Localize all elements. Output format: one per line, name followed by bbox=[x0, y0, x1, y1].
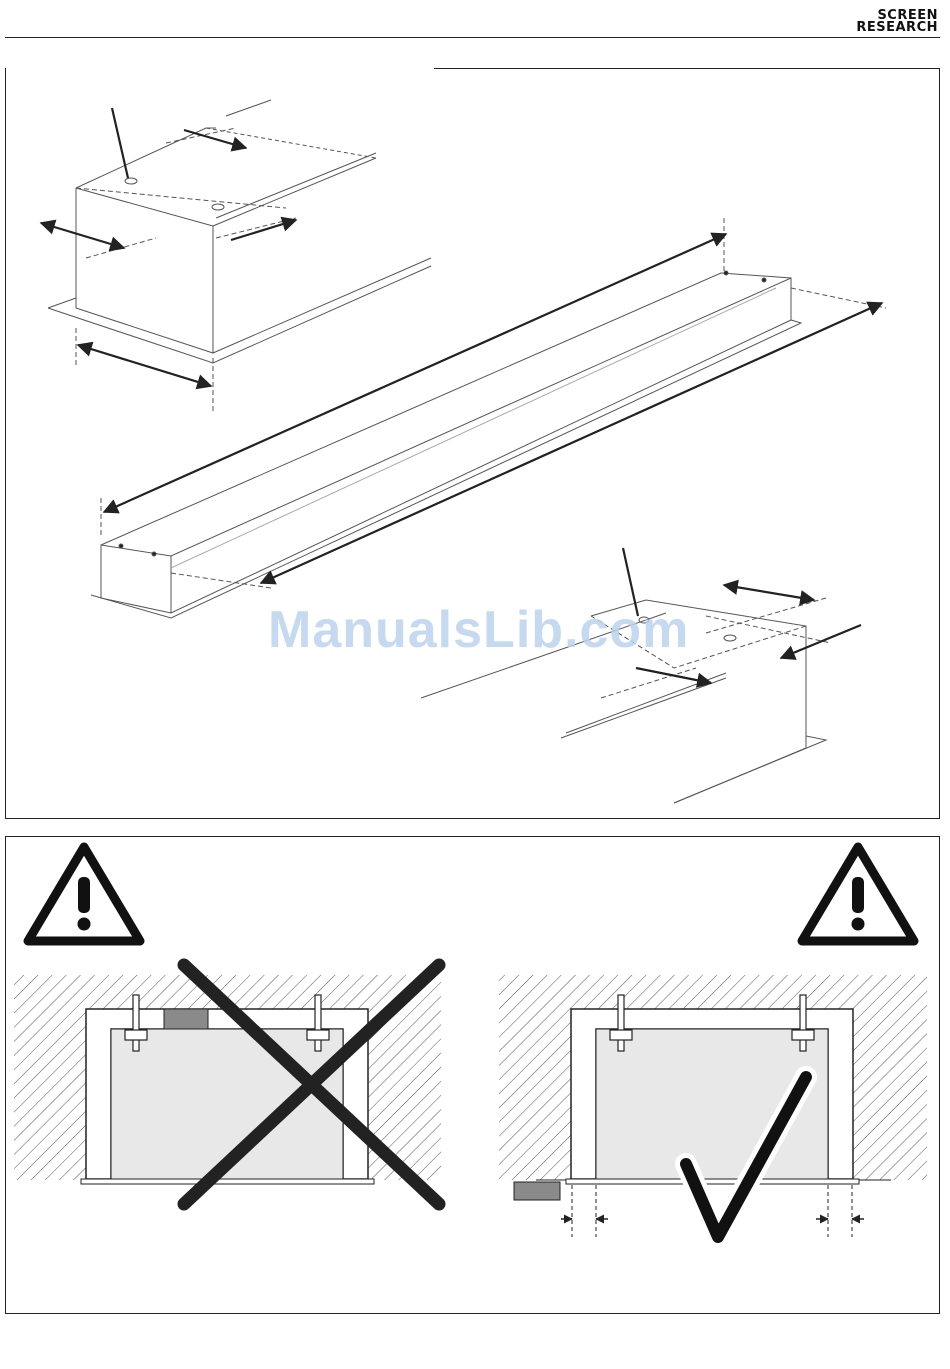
screw-hole-4 bbox=[724, 635, 736, 641]
dim-arrow-length-top bbox=[104, 234, 726, 512]
screw-hole-1 bbox=[125, 178, 137, 184]
warning-triangle-icon bbox=[28, 847, 140, 941]
dim-arrow-length-bottom bbox=[261, 303, 882, 583]
screw-hole-2 bbox=[212, 204, 224, 210]
bracket-misplaced bbox=[164, 1009, 208, 1029]
header-rule bbox=[5, 37, 940, 38]
watermark: ManualsLib.com bbox=[268, 600, 689, 660]
incorrect-mounting-diagram bbox=[14, 965, 441, 1204]
bracket-correct bbox=[514, 1182, 560, 1200]
warning-triangle-icon bbox=[802, 847, 914, 941]
dim-arrow-width bbox=[41, 223, 124, 248]
installation-diagram-panel bbox=[5, 68, 940, 819]
correct-mounting-diagram bbox=[499, 975, 927, 1237]
dim-arrow-detail bbox=[724, 585, 814, 600]
dim-arrow-depth bbox=[78, 345, 211, 386]
brand-logo: SCREEN RESEARCH bbox=[856, 10, 938, 34]
isometric-housing-drawing bbox=[6, 68, 941, 819]
mounting-comparison-drawing bbox=[6, 837, 941, 1315]
mounting-warning-panel bbox=[5, 836, 940, 1314]
logo-line2: RESEARCH bbox=[856, 22, 938, 34]
box-top-edge bbox=[76, 128, 216, 188]
